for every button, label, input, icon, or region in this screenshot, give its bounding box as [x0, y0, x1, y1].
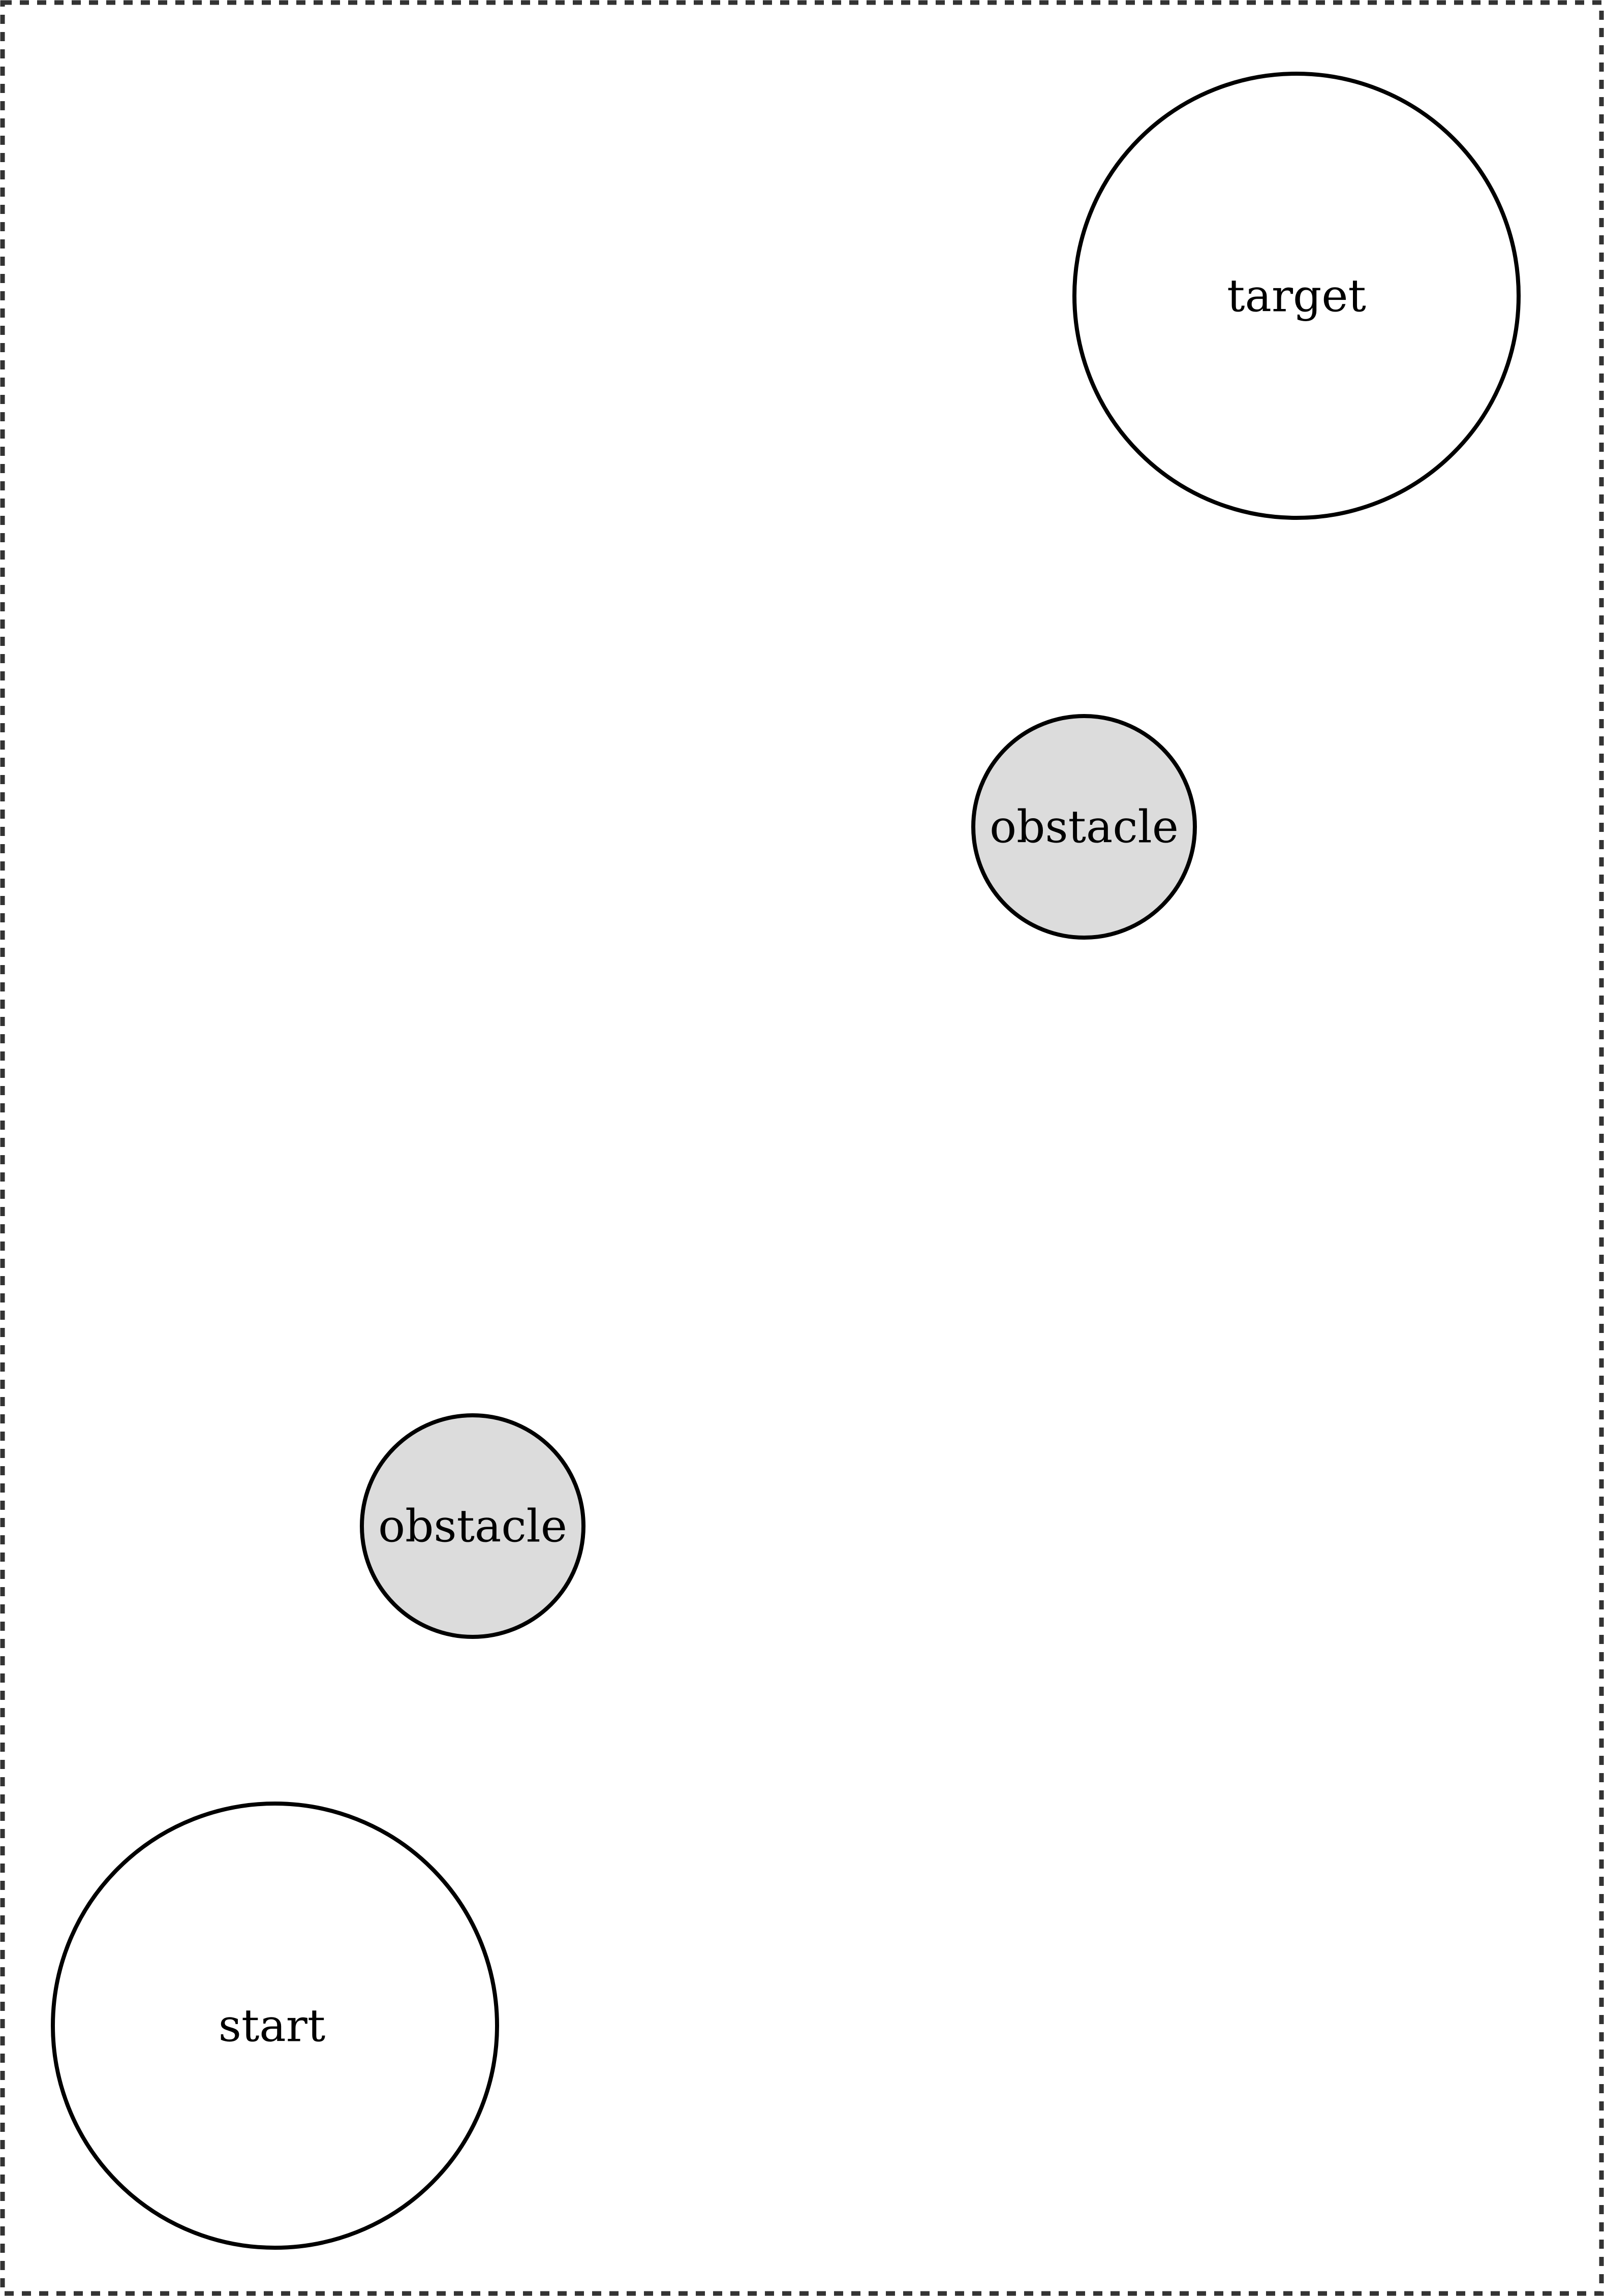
start-node: start — [51, 1802, 499, 2250]
obstacle-upper-label: obstacle — [990, 801, 1179, 853]
target-circle — [1072, 72, 1521, 520]
obstacle-lower-node: obstacle — [360, 1413, 585, 1639]
obstacle-lower-circle — [360, 1413, 585, 1639]
start-circle — [51, 1802, 499, 2250]
obstacle-upper-circle — [971, 714, 1197, 940]
start-label: start — [219, 2000, 325, 2052]
target-node: target — [1072, 72, 1521, 520]
obstacle-upper-node: obstacle — [971, 714, 1197, 940]
target-label: target — [1227, 270, 1366, 322]
obstacle-lower-label: obstacle — [378, 1500, 567, 1553]
